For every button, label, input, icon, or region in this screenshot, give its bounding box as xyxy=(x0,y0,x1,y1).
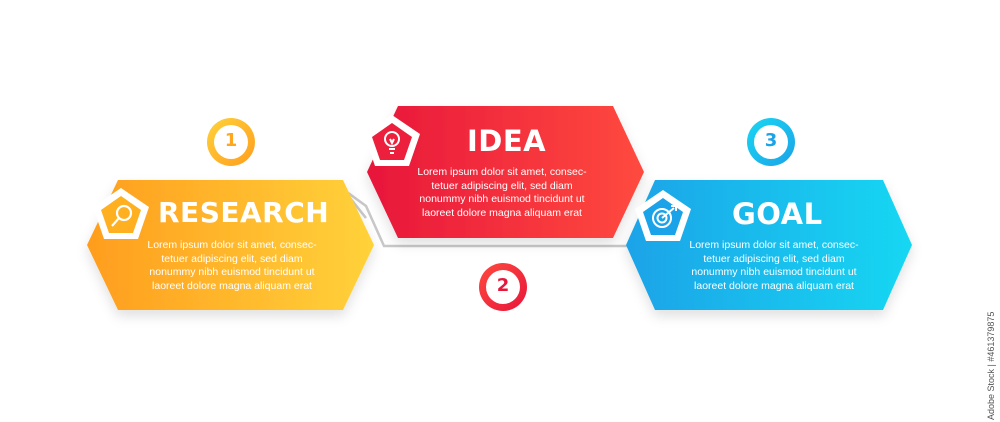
step-3-shape xyxy=(626,180,912,310)
badge-1 xyxy=(93,188,149,239)
step-3-number: 3 xyxy=(764,130,778,151)
number-ring-1 xyxy=(207,118,255,166)
step-2-description: Lorem ipsum dolor sit amet, consec- tetu… xyxy=(417,166,587,219)
step-1-description: Lorem ipsum dolor sit amet, consec- tetu… xyxy=(147,239,317,292)
step-2-title: IDEA xyxy=(467,124,547,158)
number-ring-2 xyxy=(479,263,527,311)
step-1-shape xyxy=(87,180,374,310)
step-1-title: RESEARCH xyxy=(158,196,330,229)
magnifier-icon xyxy=(111,204,133,227)
connector-1-2 xyxy=(339,185,628,248)
step-2-shape xyxy=(367,106,644,238)
lightbulb-icon xyxy=(384,131,400,154)
number-ring-3 xyxy=(747,118,795,166)
step-2-number: 2 xyxy=(496,275,510,296)
stock-id-label: Adobe Stock | #461379875 xyxy=(986,311,996,420)
step-3-description: Lorem ipsum dolor sit amet, consec- tetu… xyxy=(689,239,859,292)
step-1-number: 1 xyxy=(224,130,238,151)
target-icon xyxy=(652,205,677,228)
step-3-title: GOAL xyxy=(732,197,823,231)
